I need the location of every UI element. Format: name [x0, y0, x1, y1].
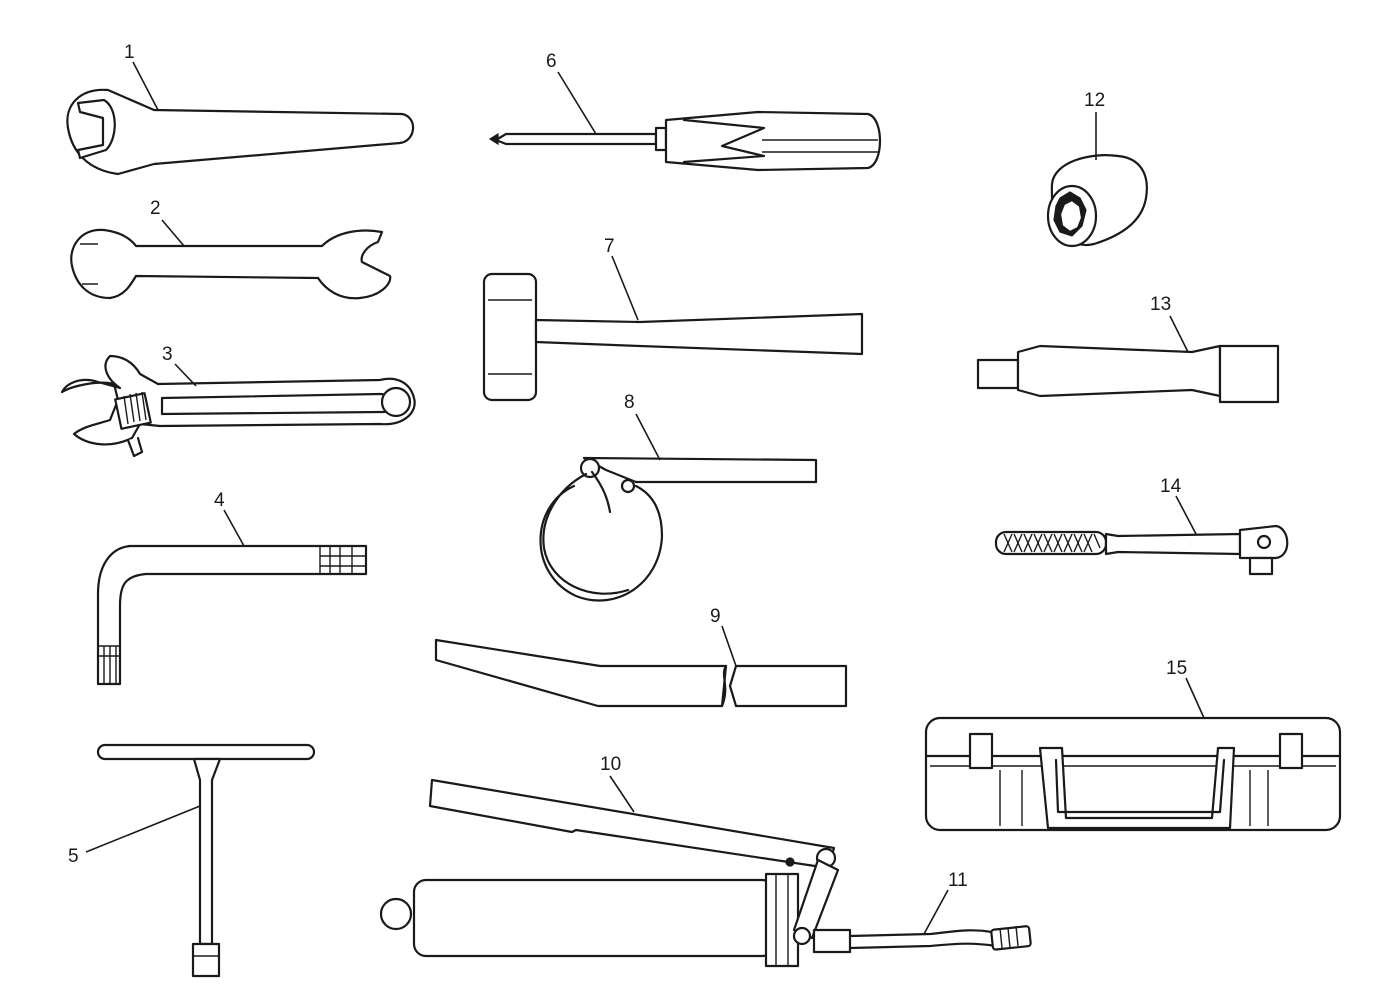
callout-15-group: 15 [1166, 658, 1205, 719]
callout-15: 15 [1166, 658, 1187, 679]
callout-12: 12 [1084, 90, 1105, 111]
callout-7-group: 7 [604, 236, 639, 321]
t-handle-wrench-icon [96, 743, 316, 978]
callout-3-group: 3 [162, 344, 197, 387]
callout-1: 1 [124, 42, 135, 63]
callout-7: 7 [604, 236, 615, 257]
callout-11-group: 11 [923, 870, 968, 935]
callout-2: 2 [150, 198, 161, 219]
callout-9: 9 [710, 606, 721, 627]
callout-8: 8 [624, 392, 635, 413]
hex-key-icon [96, 544, 368, 686]
callout-9-group: 9 [710, 606, 737, 667]
callout-8-group: 8 [624, 392, 661, 461]
screwdriver-icon [488, 110, 881, 172]
callout-10: 10 [600, 754, 621, 775]
tool-case-icon [924, 716, 1342, 832]
callout-5: 5 [68, 846, 79, 867]
callout-3: 3 [162, 344, 173, 365]
extension-bar-icon [976, 344, 1280, 404]
callout-6-group: 6 [546, 51, 597, 135]
callout-2-group: 2 [150, 198, 185, 247]
grease-hose-icon [848, 925, 1032, 951]
double-open-end-wrench-icon [70, 228, 392, 300]
callout-11: 11 [948, 870, 968, 891]
grease-gun-icon [379, 778, 852, 968]
callout-13: 13 [1150, 294, 1171, 315]
callout-6: 6 [546, 51, 557, 72]
open-end-wrench-icon [66, 88, 415, 176]
callout-5-group: 5 [68, 805, 201, 867]
callout-10-group: 10 [600, 754, 635, 813]
callout-4-group: 4 [214, 490, 245, 547]
filter-wrench-icon [539, 456, 818, 602]
callout-14: 14 [1160, 476, 1182, 497]
callout-13-group: 13 [1150, 294, 1189, 353]
socket-icon [1046, 154, 1148, 248]
ratchet-icon [994, 524, 1289, 576]
callout-12-group: 12 [1084, 90, 1105, 160]
hammer-icon [482, 272, 864, 402]
pry-bar-icon [434, 638, 848, 708]
callout-1-group: 1 [124, 42, 159, 111]
adjustable-wrench-icon [60, 354, 416, 458]
callout-4: 4 [214, 490, 225, 511]
callout-14-group: 14 [1160, 476, 1197, 535]
